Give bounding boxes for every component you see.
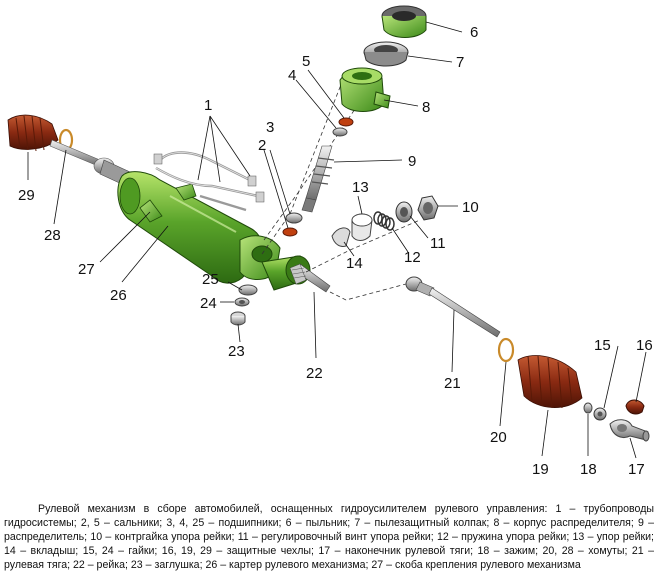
dust-cap xyxy=(363,41,409,67)
callout-17: 17 xyxy=(628,461,645,478)
callout-5: 5 xyxy=(302,53,310,70)
bearing-upper xyxy=(332,127,348,137)
boot-clip xyxy=(583,402,593,414)
tie-rod-end xyxy=(609,419,650,442)
callout-20: 20 xyxy=(490,429,507,446)
callout-13: 13 xyxy=(352,179,369,196)
callout-numbers: 1 2 3 4 5 6 7 8 9 10 11 12 13 14 15 16 1… xyxy=(18,24,653,478)
right-tie-rod xyxy=(405,276,501,338)
adjusting-screw xyxy=(395,201,413,223)
callout-23: 23 xyxy=(228,343,245,360)
callout-18: 18 xyxy=(580,461,597,478)
plug-cap xyxy=(230,311,246,326)
callout-1: 1 xyxy=(204,97,212,114)
lock-nut xyxy=(417,195,439,221)
tie-rod-nut xyxy=(593,407,607,421)
figure-caption: Рулевой механизм в сборе автомобилей, ос… xyxy=(4,502,654,572)
figure-caption-text: Рулевой механизм в сборе автомобилей, ос… xyxy=(4,503,654,571)
callout-21: 21 xyxy=(444,375,461,392)
callout-22: 22 xyxy=(306,365,323,382)
seal-upper xyxy=(338,117,354,127)
ball-joint-boot xyxy=(625,399,645,415)
rack-liner xyxy=(331,227,351,247)
steering-mechanism-diagram: 1 2 3 4 5 6 7 8 9 10 11 12 13 14 15 16 1… xyxy=(7,5,653,478)
callout-10: 10 xyxy=(462,199,479,216)
callout-2: 2 xyxy=(258,137,266,154)
distributor-valve xyxy=(301,145,335,213)
callout-11: 11 xyxy=(430,235,446,252)
callout-27: 27 xyxy=(78,261,95,278)
bearing-lower xyxy=(285,212,303,224)
left-protective-boot xyxy=(7,114,59,152)
leader-lines xyxy=(27,21,647,459)
callout-25: 25 xyxy=(202,271,219,288)
rack-stop-spring xyxy=(373,211,395,231)
callout-3: 3 xyxy=(266,119,274,136)
right-clamp xyxy=(497,337,515,363)
callout-6: 6 xyxy=(470,24,478,41)
dust-cover xyxy=(381,5,427,38)
callout-19: 19 xyxy=(532,461,549,478)
nut-lower xyxy=(234,297,250,307)
callout-28: 28 xyxy=(44,227,61,244)
callout-15: 15 xyxy=(594,337,611,354)
callout-9: 9 xyxy=(408,153,416,170)
left-tie-rod xyxy=(49,139,101,167)
right-protective-boot xyxy=(517,355,583,409)
bearing-lower-pinion xyxy=(238,284,258,296)
distributor-housing xyxy=(339,67,391,112)
callout-16: 16 xyxy=(636,337,653,354)
hydraulic-pipes xyxy=(155,151,259,212)
callout-26: 26 xyxy=(110,287,127,304)
callout-14: 14 xyxy=(346,255,363,272)
callout-12: 12 xyxy=(404,249,421,266)
rack-stop xyxy=(351,213,373,241)
callout-24: 24 xyxy=(200,295,217,312)
callout-29: 29 xyxy=(18,187,35,204)
callout-8: 8 xyxy=(422,99,430,116)
callout-4: 4 xyxy=(288,67,296,84)
seal-lower xyxy=(282,227,298,237)
callout-7: 7 xyxy=(456,54,464,71)
